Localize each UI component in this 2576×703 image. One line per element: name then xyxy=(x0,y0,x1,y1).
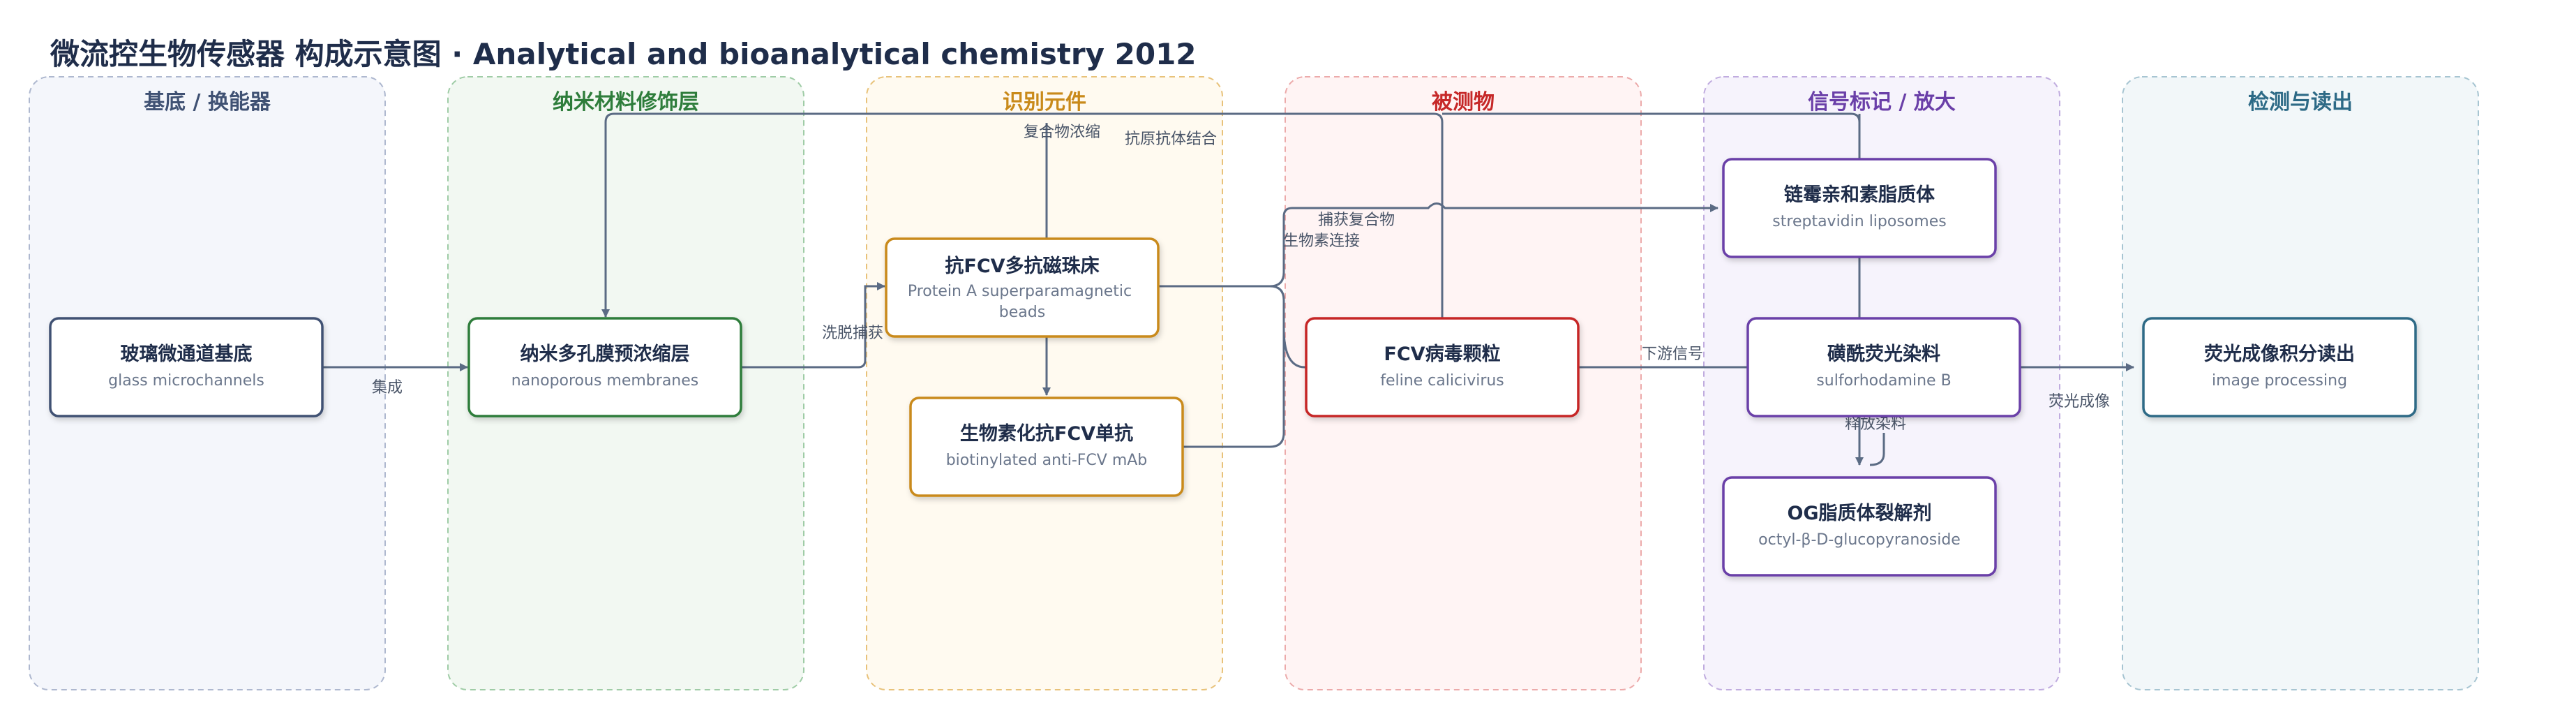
node-subtitle: octyl-β-D-glucopyranoside xyxy=(1758,531,1961,549)
lane-label-detection: 检测与读出 xyxy=(2248,90,2353,114)
node-title: FCV病毒颗粒 xyxy=(1384,343,1500,365)
edge-beads-liposome xyxy=(1156,202,1718,288)
edge-label-capture: 捕获复合物 xyxy=(1318,212,1395,229)
node-beads: 抗FCV多抗磁珠床 Protein A superparamagnetic be… xyxy=(885,237,1160,338)
edge-label-elute: 洗脱捕获 xyxy=(822,325,883,342)
edge-fcv-membrane xyxy=(601,112,1444,318)
node-title: 磺酰荧光染料 xyxy=(1827,343,1940,365)
edge-label-concentrate: 复合物浓缩 xyxy=(1024,124,1100,141)
edge-fcv-image xyxy=(1282,327,2134,371)
node-mab: 生物素化抗FCV单抗 biotinylated anti-FCV mAb xyxy=(909,397,1184,497)
lane-label-signal: 信号标记 / 放大 xyxy=(1808,90,1956,114)
lane-label-recognition: 识别元件 xyxy=(1003,90,1086,114)
lane-label-analyte: 被测物 xyxy=(1432,90,1495,114)
node-title: 纳米多孔膜预浓缩层 xyxy=(521,343,690,365)
node-subtitle: glass microchannels xyxy=(108,372,264,390)
node-image: 荧光成像积分读出 image processing xyxy=(2142,317,2417,417)
node-liposome: 链霉亲和素脂质体 streptavidin liposomes xyxy=(1722,158,1997,258)
lane-label-substrate: 基底 / 换能器 xyxy=(144,90,271,114)
node-subtitle: biotinylated anti-FCV mAb xyxy=(946,452,1148,469)
edge-label-release: 释放染料 xyxy=(1845,415,1906,433)
page-title: 微流控生物传感器 构成示意图 · Analytical and bioanaly… xyxy=(50,37,1197,71)
lane-label-nano: 纳米材料修饰层 xyxy=(553,90,699,114)
edge-label-fluor: 荧光成像 xyxy=(2049,393,2110,410)
edge-og-dye xyxy=(1869,433,1885,466)
node-dye: 磺酰荧光染料 sulforhodamine B xyxy=(1746,317,2021,417)
node-glass: 玻璃微通道基底 glass microchannels xyxy=(49,317,324,417)
node-title: 玻璃微通道基底 xyxy=(121,343,253,365)
node-title: OG脂质体裂解剂 xyxy=(1787,503,1931,524)
node-subtitle: streptavidin liposomes xyxy=(1772,213,1946,230)
edge-label-downstream: 下游信号 xyxy=(1642,346,1703,363)
edge-membrane-beads xyxy=(741,282,885,369)
node-title: 抗FCV多抗磁珠床 xyxy=(945,255,1099,277)
node-title: 链霉亲和素脂质体 xyxy=(1784,184,1935,206)
edge-liposome-top xyxy=(1442,112,1861,158)
node-og: OG脂质体裂解剂 octyl-β-D-glucopyranoside xyxy=(1722,476,1997,577)
node-subtitle: Protein A superparamagnetic beads xyxy=(908,283,1137,321)
node-title: 荧光成像积分读出 xyxy=(2204,343,2355,365)
edge-label-biotin: 生物素连接 xyxy=(1283,232,1360,250)
node-subtitle: feline calicivirus xyxy=(1380,372,1504,390)
edge-label-binding: 抗原抗体结合 xyxy=(1125,131,1217,148)
edge-label-integrate: 集成 xyxy=(372,379,403,397)
node-subtitle: sulforhodamine B xyxy=(1816,372,1951,390)
node-membrane: 纳米多孔膜预浓缩层 nanoporous membranes xyxy=(467,317,742,417)
node-subtitle: nanoporous membranes xyxy=(511,372,699,390)
lane-recognition: 识别元件 xyxy=(866,76,1223,690)
node-fcv: FCV病毒颗粒 feline calicivirus xyxy=(1305,317,1580,417)
edge-mab-liposome xyxy=(1183,285,1285,448)
node-subtitle: image processing xyxy=(2212,372,2347,390)
node-title: 生物素化抗FCV单抗 xyxy=(960,422,1133,445)
